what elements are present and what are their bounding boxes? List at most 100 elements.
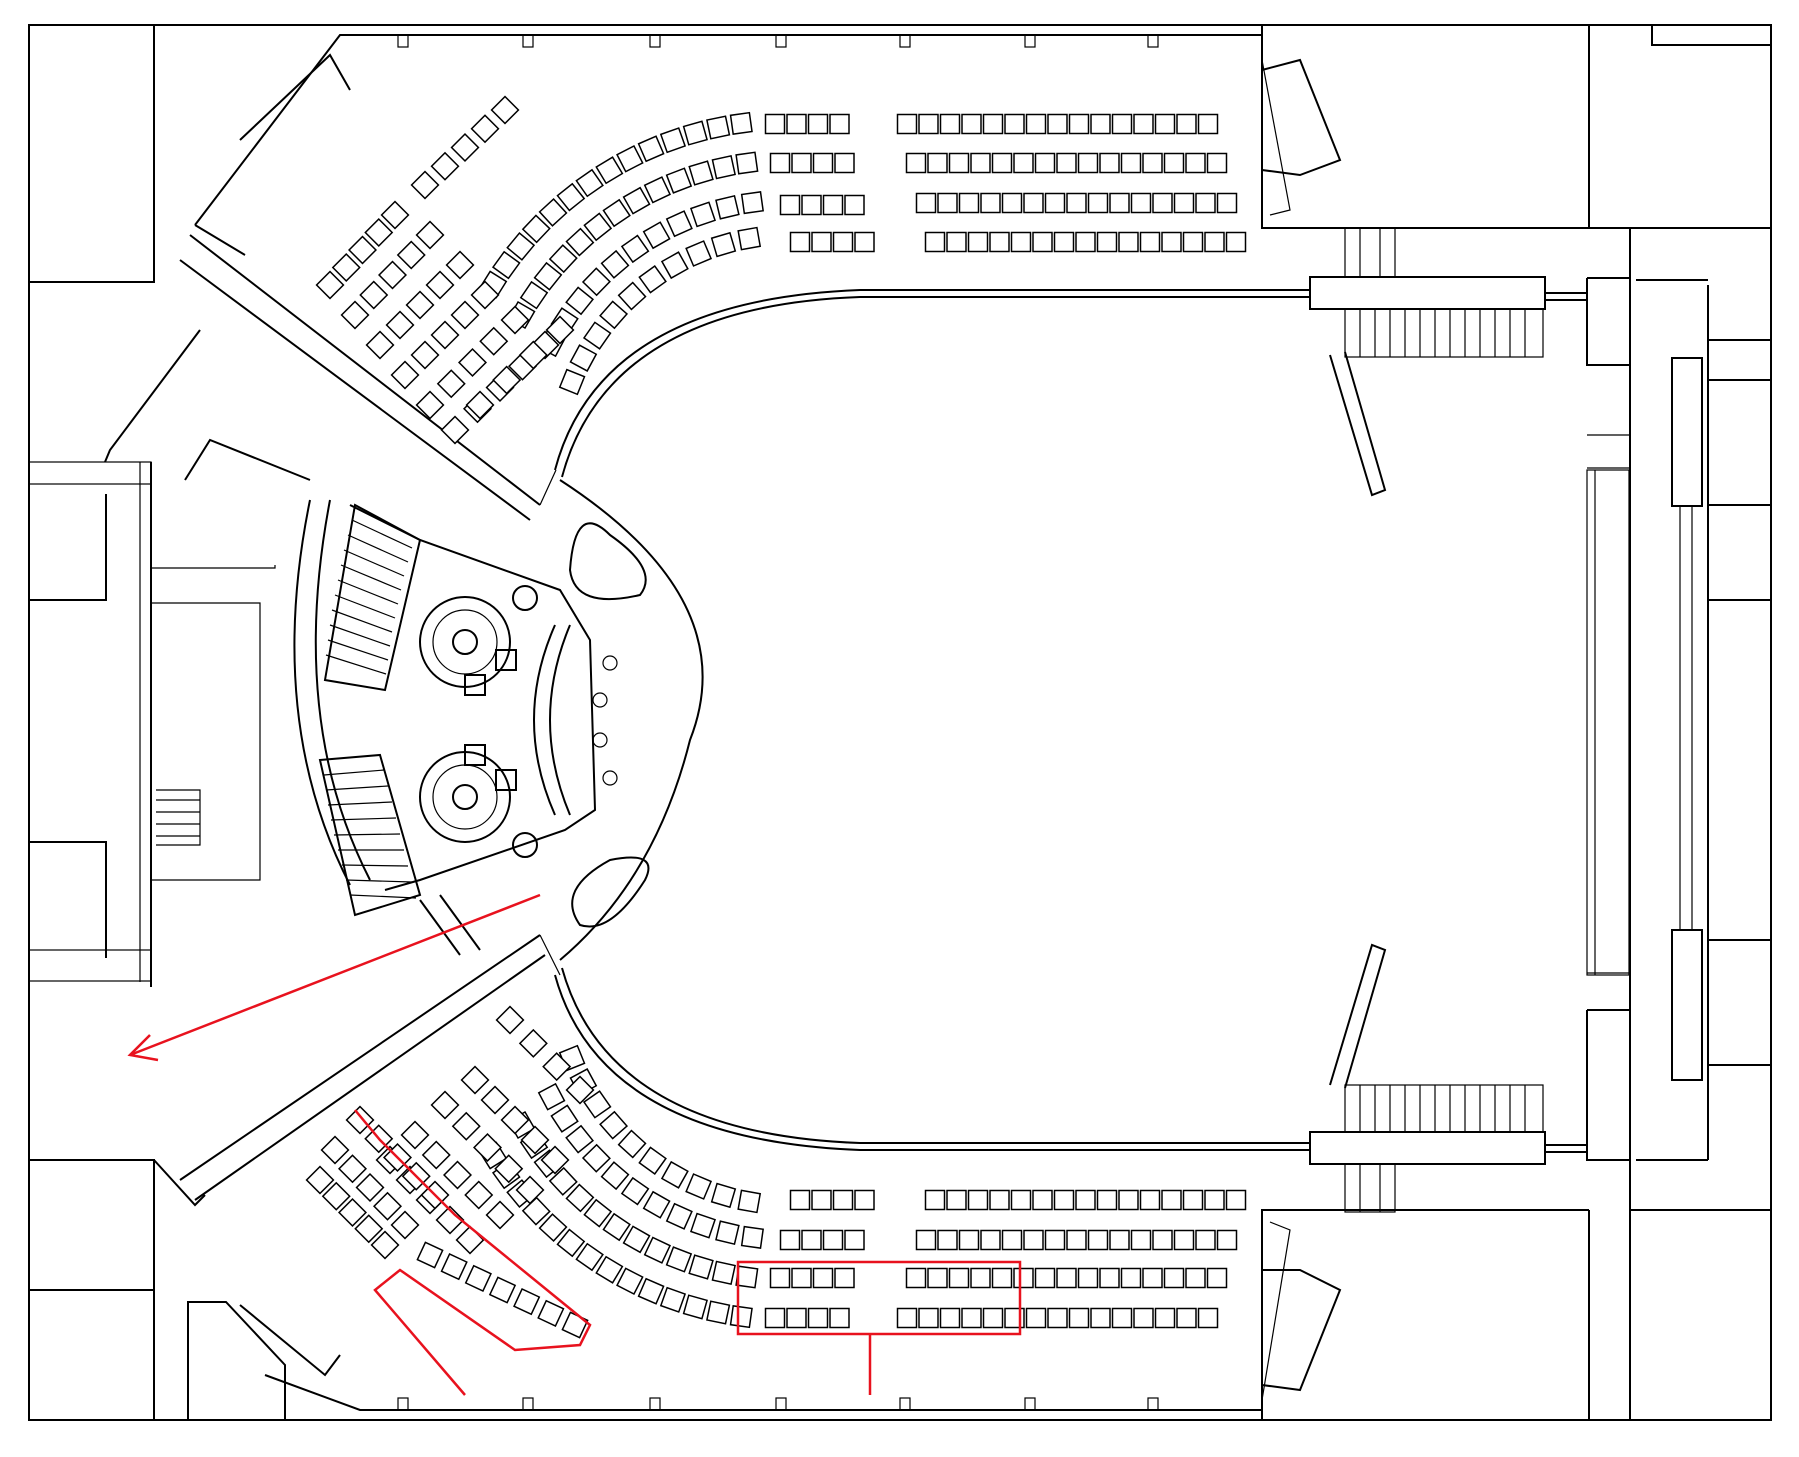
seat bbox=[583, 212, 613, 242]
seat bbox=[485, 1200, 515, 1230]
seat bbox=[390, 360, 420, 390]
seat bbox=[556, 182, 586, 212]
seat bbox=[602, 1212, 631, 1242]
seat bbox=[430, 320, 460, 350]
seat bbox=[542, 1052, 572, 1082]
seat bbox=[832, 231, 854, 253]
lower-stage-steps bbox=[1359, 1085, 1526, 1132]
seat bbox=[1197, 1307, 1219, 1329]
seat bbox=[440, 415, 470, 445]
bottom-straight-seating bbox=[896, 1189, 1247, 1329]
seat bbox=[812, 152, 834, 174]
top-left-rooms bbox=[28, 25, 276, 987]
seat bbox=[946, 1189, 967, 1211]
lower-gallery-wall bbox=[239, 1304, 1262, 1411]
seat bbox=[786, 1307, 807, 1329]
seat bbox=[1142, 1267, 1163, 1289]
seat bbox=[924, 231, 946, 253]
seat bbox=[829, 113, 850, 135]
seat bbox=[1152, 192, 1173, 214]
seat bbox=[455, 1225, 485, 1255]
seat bbox=[1185, 152, 1206, 174]
seat bbox=[436, 369, 466, 399]
seat bbox=[688, 1254, 714, 1280]
seat bbox=[638, 265, 667, 294]
seat bbox=[854, 1189, 875, 1211]
seat bbox=[660, 251, 689, 280]
seat bbox=[769, 1267, 791, 1289]
seat bbox=[1195, 1229, 1216, 1251]
seat bbox=[458, 348, 487, 377]
seat bbox=[1068, 1307, 1090, 1329]
seat bbox=[682, 120, 708, 146]
seat bbox=[582, 321, 612, 350]
seat bbox=[711, 1260, 736, 1286]
seat bbox=[1154, 113, 1176, 135]
seat bbox=[822, 1229, 844, 1251]
seat bbox=[1075, 231, 1096, 253]
lower-center-rows-highlight bbox=[736, 1260, 1022, 1336]
seat bbox=[470, 114, 500, 144]
seat bbox=[617, 1129, 647, 1159]
seat bbox=[405, 290, 435, 320]
seat bbox=[565, 1075, 595, 1105]
seat bbox=[421, 1140, 451, 1170]
seat bbox=[1130, 1229, 1152, 1251]
seat bbox=[807, 113, 829, 135]
lower-vomitory bbox=[179, 894, 561, 1201]
seat bbox=[1120, 152, 1142, 174]
seat bbox=[370, 1230, 400, 1260]
seat bbox=[416, 1241, 444, 1269]
upper-gallery-wall bbox=[104, 25, 1263, 481]
seat bbox=[789, 231, 811, 253]
seat bbox=[834, 1267, 855, 1289]
seat bbox=[451, 1111, 481, 1141]
seat bbox=[659, 127, 687, 154]
seat bbox=[473, 1133, 502, 1162]
seat bbox=[638, 1146, 667, 1175]
seat bbox=[575, 1242, 604, 1272]
annotations bbox=[127, 893, 1022, 1396]
seat bbox=[665, 167, 693, 194]
seat bbox=[710, 231, 737, 258]
seat bbox=[410, 340, 440, 370]
seat bbox=[1090, 1307, 1111, 1329]
seat bbox=[518, 1028, 548, 1058]
seat bbox=[715, 1220, 740, 1245]
seat bbox=[642, 221, 671, 250]
seat bbox=[400, 1120, 430, 1150]
seat bbox=[1044, 1229, 1066, 1251]
seat bbox=[396, 240, 426, 270]
seat bbox=[480, 1085, 510, 1115]
seat bbox=[1176, 113, 1197, 135]
seat bbox=[764, 1307, 786, 1329]
seat bbox=[1025, 113, 1047, 135]
seat bbox=[1023, 192, 1044, 214]
seat bbox=[811, 231, 832, 253]
bottom-right-wing bbox=[1261, 1209, 1589, 1420]
seat bbox=[665, 210, 693, 238]
seat bbox=[538, 1213, 568, 1243]
seat bbox=[390, 1210, 420, 1240]
seat bbox=[425, 270, 455, 300]
seat bbox=[1077, 152, 1099, 174]
seat bbox=[715, 195, 740, 220]
seat bbox=[1047, 113, 1068, 135]
seat bbox=[331, 253, 361, 282]
seat bbox=[1195, 192, 1216, 214]
seat bbox=[450, 133, 480, 162]
seat bbox=[918, 113, 939, 135]
seat bbox=[1034, 152, 1056, 174]
seat bbox=[464, 1180, 494, 1210]
seat bbox=[622, 1225, 651, 1254]
seat bbox=[537, 1082, 566, 1111]
seat bbox=[338, 1198, 367, 1227]
seat bbox=[345, 1105, 375, 1135]
seat bbox=[1161, 231, 1182, 253]
seat bbox=[991, 1267, 1013, 1289]
seat bbox=[518, 340, 548, 370]
seat bbox=[1109, 192, 1130, 214]
seat bbox=[844, 194, 865, 216]
seat bbox=[939, 1307, 961, 1329]
